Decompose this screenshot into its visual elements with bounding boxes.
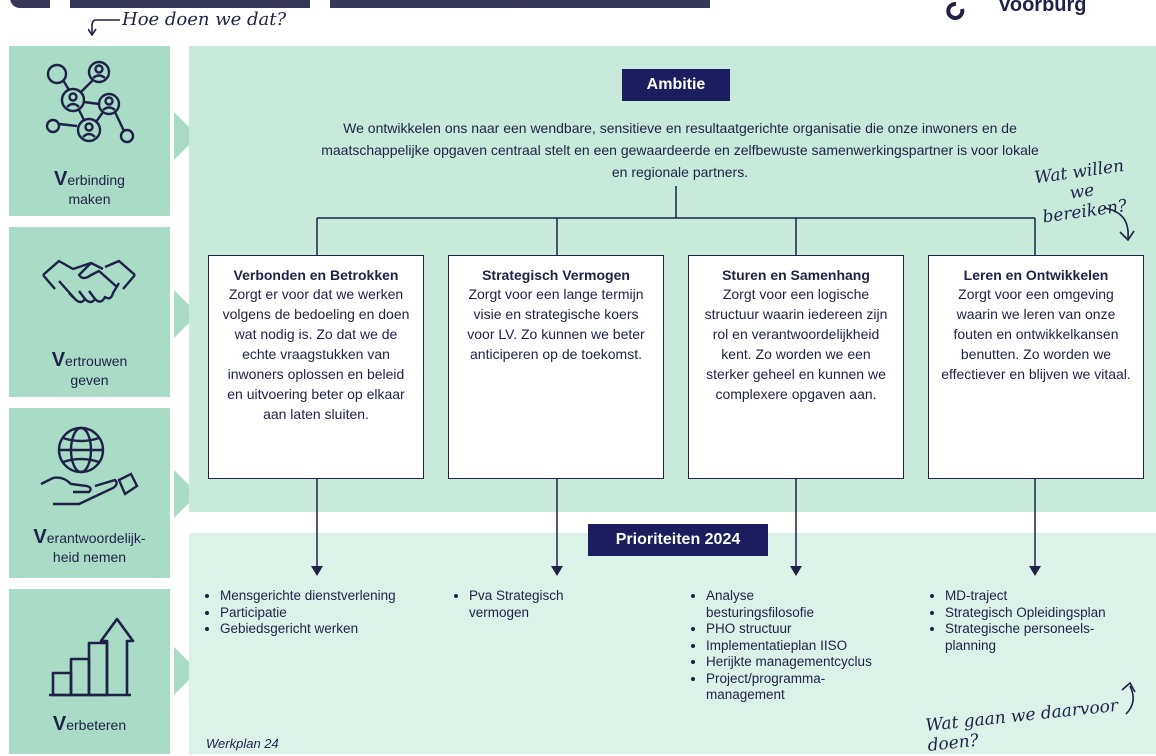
- pillar-card: Leren en Ontwikkelen Zorgt voor een omge…: [928, 255, 1144, 479]
- pillar-card: Sturen en Samenhang Zorgt voor een logis…: [688, 255, 904, 479]
- curved-arrow-icon: [1103, 207, 1135, 242]
- value-label-line2: maken: [68, 191, 111, 207]
- value-box-vertrouwen: Vertrouwen geven: [9, 227, 170, 397]
- value-box-verbinding: Verbinding maken: [9, 46, 170, 216]
- value-label-line2: heid nemen: [52, 549, 127, 565]
- footer-text: Werkplan 24: [206, 736, 279, 751]
- list-item: Herijkte managementcyclus: [706, 654, 912, 671]
- arrow-icon: [88, 19, 120, 36]
- priority-list: Pva Strategisch vermogen: [455, 588, 605, 621]
- value-box-verantwoordelijkheid: Verantwoordelijk-heid nemen: [9, 408, 170, 578]
- priorities-label: Prioriteiten 2024: [588, 524, 768, 556]
- value-label: erbinding: [67, 172, 125, 188]
- handshake-icon: [42, 259, 136, 304]
- question-how: Hoe doen we dat?: [122, 9, 287, 30]
- list-item: Participatie: [220, 605, 406, 622]
- value-box-verbeteren: Verbeteren: [9, 589, 170, 754]
- logo-text: Voorburg: [998, 0, 1087, 16]
- value-initial: V: [52, 713, 67, 735]
- list-item: Pva Strategisch vermogen: [469, 588, 605, 621]
- pillar-body: Zorgt voor een logische structuur waarin…: [704, 286, 888, 402]
- list-item: Project/programma-management: [706, 671, 856, 704]
- pillar-card: Verbonden en Betrokken Zorgt er voor dat…: [208, 255, 424, 479]
- pillar-title: Leren en Ontwikkelen: [963, 267, 1109, 283]
- network-people-icon: [45, 60, 135, 144]
- list-item: Strategisch Opleidingsplan: [945, 605, 1146, 622]
- pillar-body: Zorgt voor een lange termijn visie en st…: [467, 286, 645, 362]
- ambition-text: We ontwikkelen ons naar een wendbare, se…: [321, 120, 1039, 180]
- value-label: erantwoordelijk-: [46, 530, 146, 546]
- pillar-card: Strategisch Vermogen Zorgt voor een lang…: [448, 255, 664, 479]
- list-item: Implementatieplan IISO: [706, 638, 912, 655]
- list-item: MD-traject: [945, 588, 1146, 605]
- pillar-body: Zorgt voor een omgeving waarin we leren …: [941, 286, 1131, 382]
- value-label: erbeteren: [66, 717, 127, 733]
- list-item: PHO structuur: [706, 621, 912, 638]
- list-item: Mensgerichte dienstverlening: [220, 588, 406, 605]
- priorities-panel: [189, 533, 1156, 754]
- value-initial: V: [54, 168, 68, 190]
- value-label-line2: geven: [70, 372, 109, 388]
- logo-icon: [946, 1, 965, 20]
- pillar-title: Verbonden en Betrokken: [233, 267, 399, 283]
- list-item: Analyse besturingsfilosofie: [706, 588, 826, 621]
- header-title-fragment: [10, 0, 770, 8]
- pillar-body: Zorgt er voor dat we werken volgens de b…: [222, 286, 410, 422]
- value-initial: V: [51, 349, 66, 371]
- priority-list: MD-traject Strategisch Opleidingsplan St…: [931, 588, 1146, 654]
- pillar-title: Sturen en Samenhang: [722, 267, 870, 283]
- growth-chart-icon: [49, 617, 135, 697]
- globe-in-hand-icon: [40, 426, 139, 506]
- curved-arrow-icon: [1121, 681, 1136, 715]
- priority-list: Mensgerichte dienstverlening Participati…: [206, 588, 406, 638]
- ambition-label: Ambitie: [622, 69, 730, 101]
- value-initial: V: [33, 526, 47, 548]
- pillar-title: Strategisch Vermogen: [482, 267, 630, 283]
- value-label: ertrouwen: [65, 353, 128, 369]
- priority-list: Analyse besturingsfilosofie PHO structuu…: [692, 588, 912, 704]
- list-item: Strategische personeels-planning: [945, 621, 1105, 654]
- list-item: Gebiedsgericht werken: [220, 621, 406, 638]
